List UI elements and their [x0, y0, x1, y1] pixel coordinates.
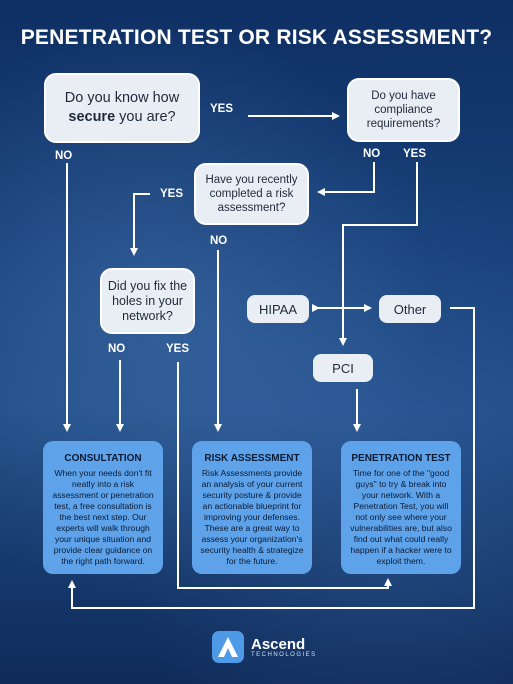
logo-name: Ascend — [251, 635, 306, 653]
question-compliance: Do you have compliance requirements? — [347, 78, 460, 142]
risk-assessment-body: Risk Assessments provide an analysis of … — [200, 468, 304, 566]
q3-text: Have you recently completed a risk asses… — [205, 174, 298, 214]
page-title: PENETRATION TEST OR RISK ASSESSMENT? — [20, 26, 493, 49]
ascend-logo: Ascend TECHNOLOGIES — [211, 630, 317, 664]
q1-text-bold: secure — [68, 109, 116, 125]
logo-subtitle: TECHNOLOGIES — [251, 651, 317, 658]
arrow-q2-yes — [339, 162, 418, 346]
question-risk-assessment-completed: Have you recently completed a risk asses… — [194, 163, 309, 225]
result-risk-assessment: RISK ASSESSMENT Risk Assessments provide… — [192, 441, 312, 574]
consultation-heading: CONSULTATION — [64, 453, 142, 464]
tag-other: Other — [379, 295, 441, 323]
tag-hipaa: HIPAA — [247, 295, 309, 323]
risk-assessment-heading: RISK ASSESSMENT — [204, 453, 300, 464]
q4-text: Did you fix the holes in your network? — [107, 278, 188, 323]
label-q3-yes: YES — [160, 188, 184, 200]
label-q1-yes: YES — [210, 103, 234, 115]
label-q4-yes: YES — [166, 343, 190, 355]
result-penetration-test: PENETRATION TEST Time for one of the "go… — [341, 441, 461, 574]
label-q4-no: NO — [108, 343, 126, 355]
label-q2-yes: YES — [403, 148, 427, 160]
arrow-other-consultation — [68, 307, 475, 609]
penetration-test-heading: PENETRATION TEST — [351, 453, 451, 464]
result-consultation: CONSULTATION When your needs don't fit n… — [43, 441, 163, 574]
arrow-q2-no — [317, 162, 375, 196]
label-q2-no: NO — [363, 148, 381, 160]
label-q3-no: NO — [210, 235, 228, 247]
label-q1-no: NO — [55, 150, 73, 162]
arrow-q4-yes — [177, 362, 392, 589]
ascend-logo-icon — [212, 631, 244, 663]
tag-pci: PCI — [313, 354, 373, 382]
question-know-security: Do you know how secure you are? — [44, 73, 200, 143]
q2-text: Do you have compliance requirements? — [366, 90, 441, 130]
q1-text-pre: Do you know how — [64, 90, 180, 106]
consultation-body: When your needs don't fit neatly into a … — [52, 468, 154, 566]
q1-text-post: you are? — [119, 109, 176, 125]
penetration-test-body: Time for one of the "good guys" to try &… — [350, 468, 452, 566]
arrow-q3-yes — [130, 193, 150, 256]
question-fixed-holes: Did you fix the holes in your network? — [100, 268, 195, 334]
